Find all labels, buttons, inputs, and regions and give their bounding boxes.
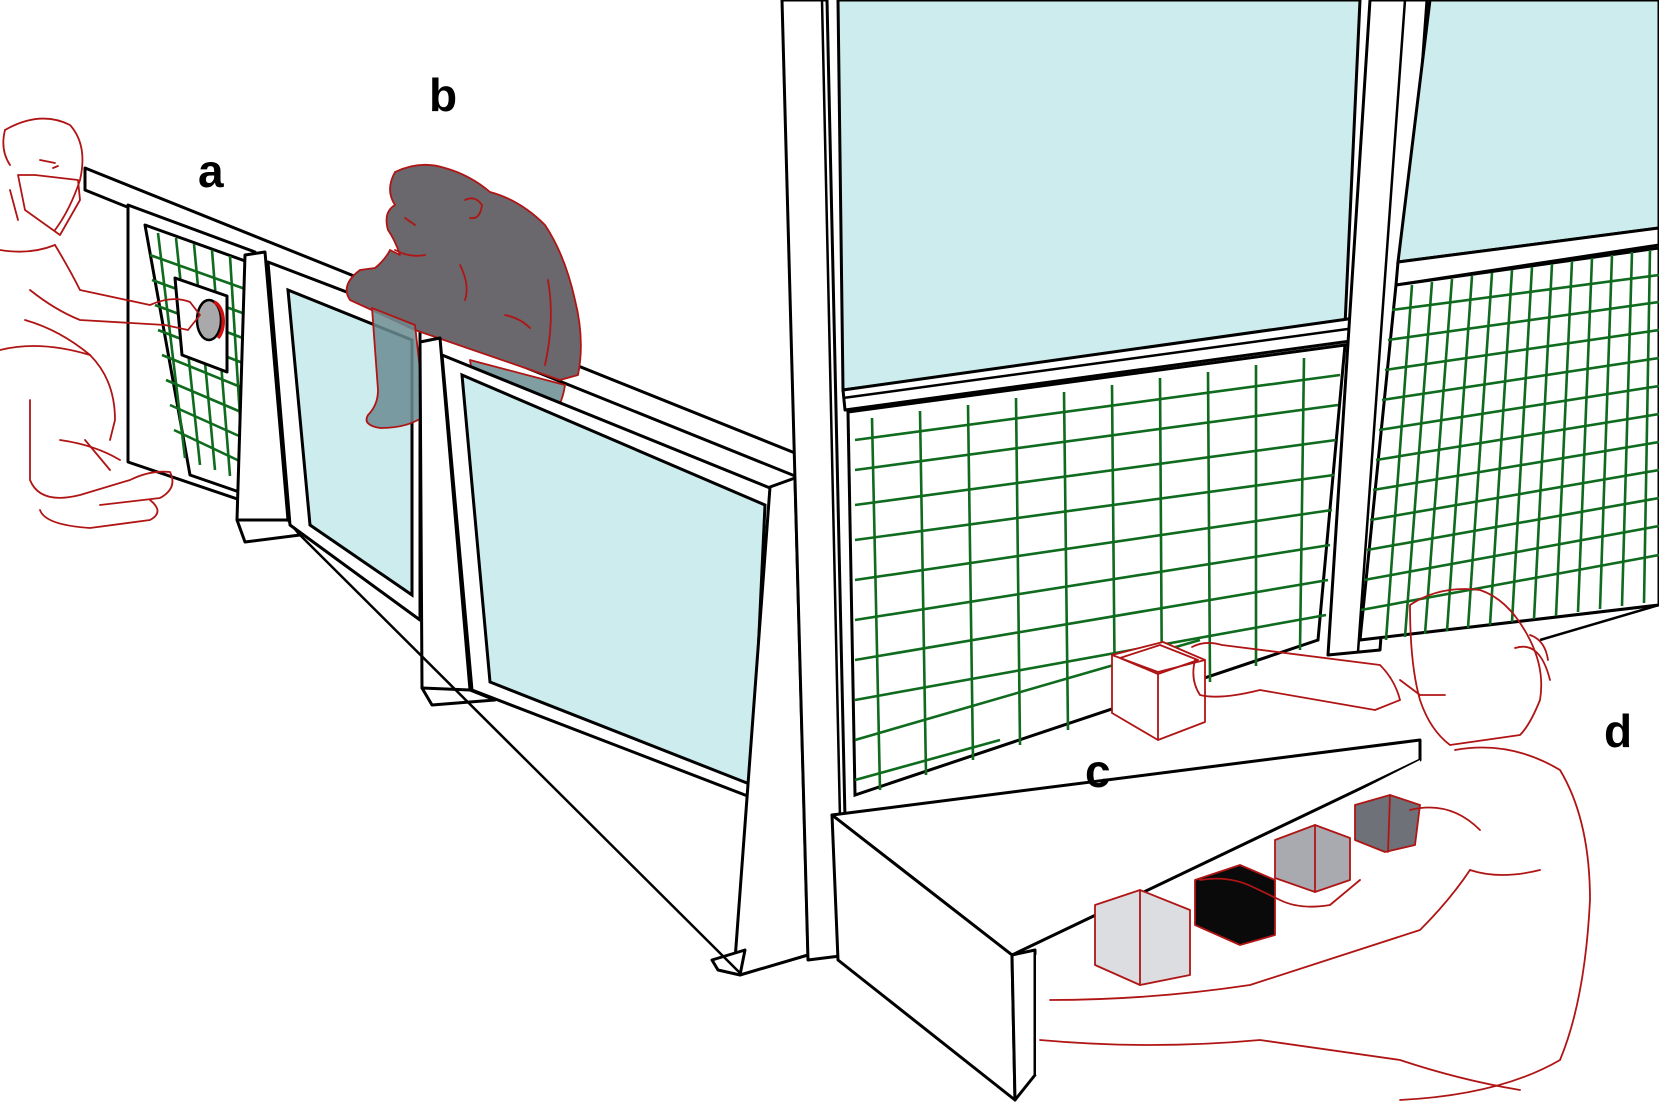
experimenter-a [0, 117, 201, 529]
label-d: d [1604, 705, 1633, 757]
label-b: b [429, 69, 458, 121]
first-partition-post [235, 250, 302, 544]
glass-panel-2 [440, 353, 777, 802]
lower-mesh-panel [846, 343, 1347, 798]
label-c: c [1085, 745, 1111, 797]
cup-on-table [1111, 641, 1206, 741]
right-mesh-panel [1358, 246, 1659, 642]
cup-under-mid [1274, 824, 1351, 893]
button-mesh-panel [126, 203, 257, 507]
main-pillar-right [1326, 0, 1429, 657]
cup-under-light [1094, 889, 1191, 986]
upper-rail-right [1394, 226, 1659, 287]
label-a: a [198, 145, 224, 197]
cup-under-dark [1354, 794, 1421, 853]
upper-glass-window-right [1396, 0, 1659, 264]
experimenter-d [1039, 588, 1591, 1101]
second-partition-post [418, 336, 497, 707]
cup-under-black [1194, 864, 1276, 946]
floor-lines [299, 534, 743, 976]
